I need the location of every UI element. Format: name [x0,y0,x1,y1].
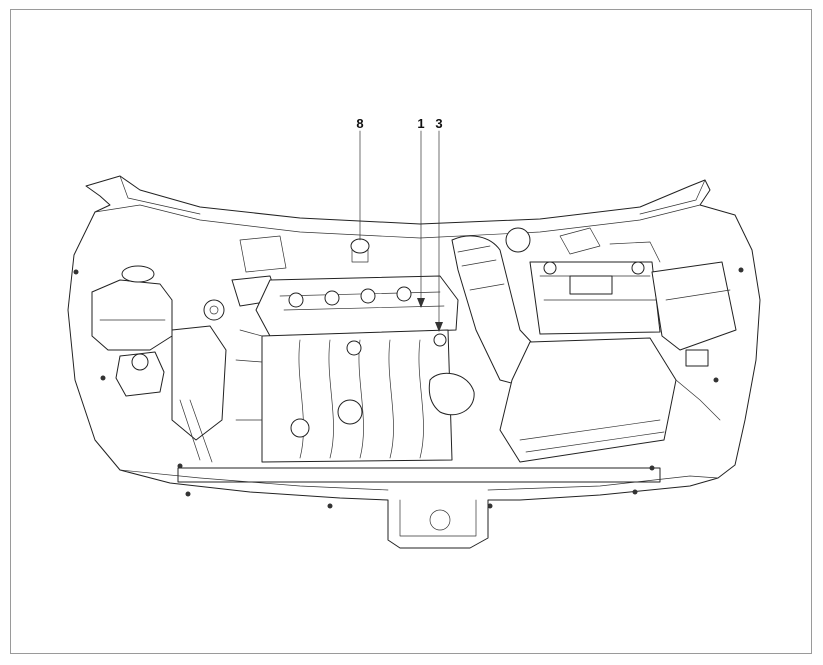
battery [529,261,661,335]
air-intake-hose [428,235,549,416]
air-cleaner [499,337,677,463]
fuse-box [651,261,737,367]
body-outline [67,175,761,549]
leader-lines [359,130,443,332]
callout-8: 8 [356,116,363,131]
right-components [505,227,721,421]
coolant-reservoir [91,265,173,351]
engine-block [235,275,459,463]
oil-filler-cap [350,238,370,263]
callout-1: 1 [417,116,424,131]
callout-3: 3 [435,116,442,131]
brake-fluid-reservoir [115,351,165,397]
